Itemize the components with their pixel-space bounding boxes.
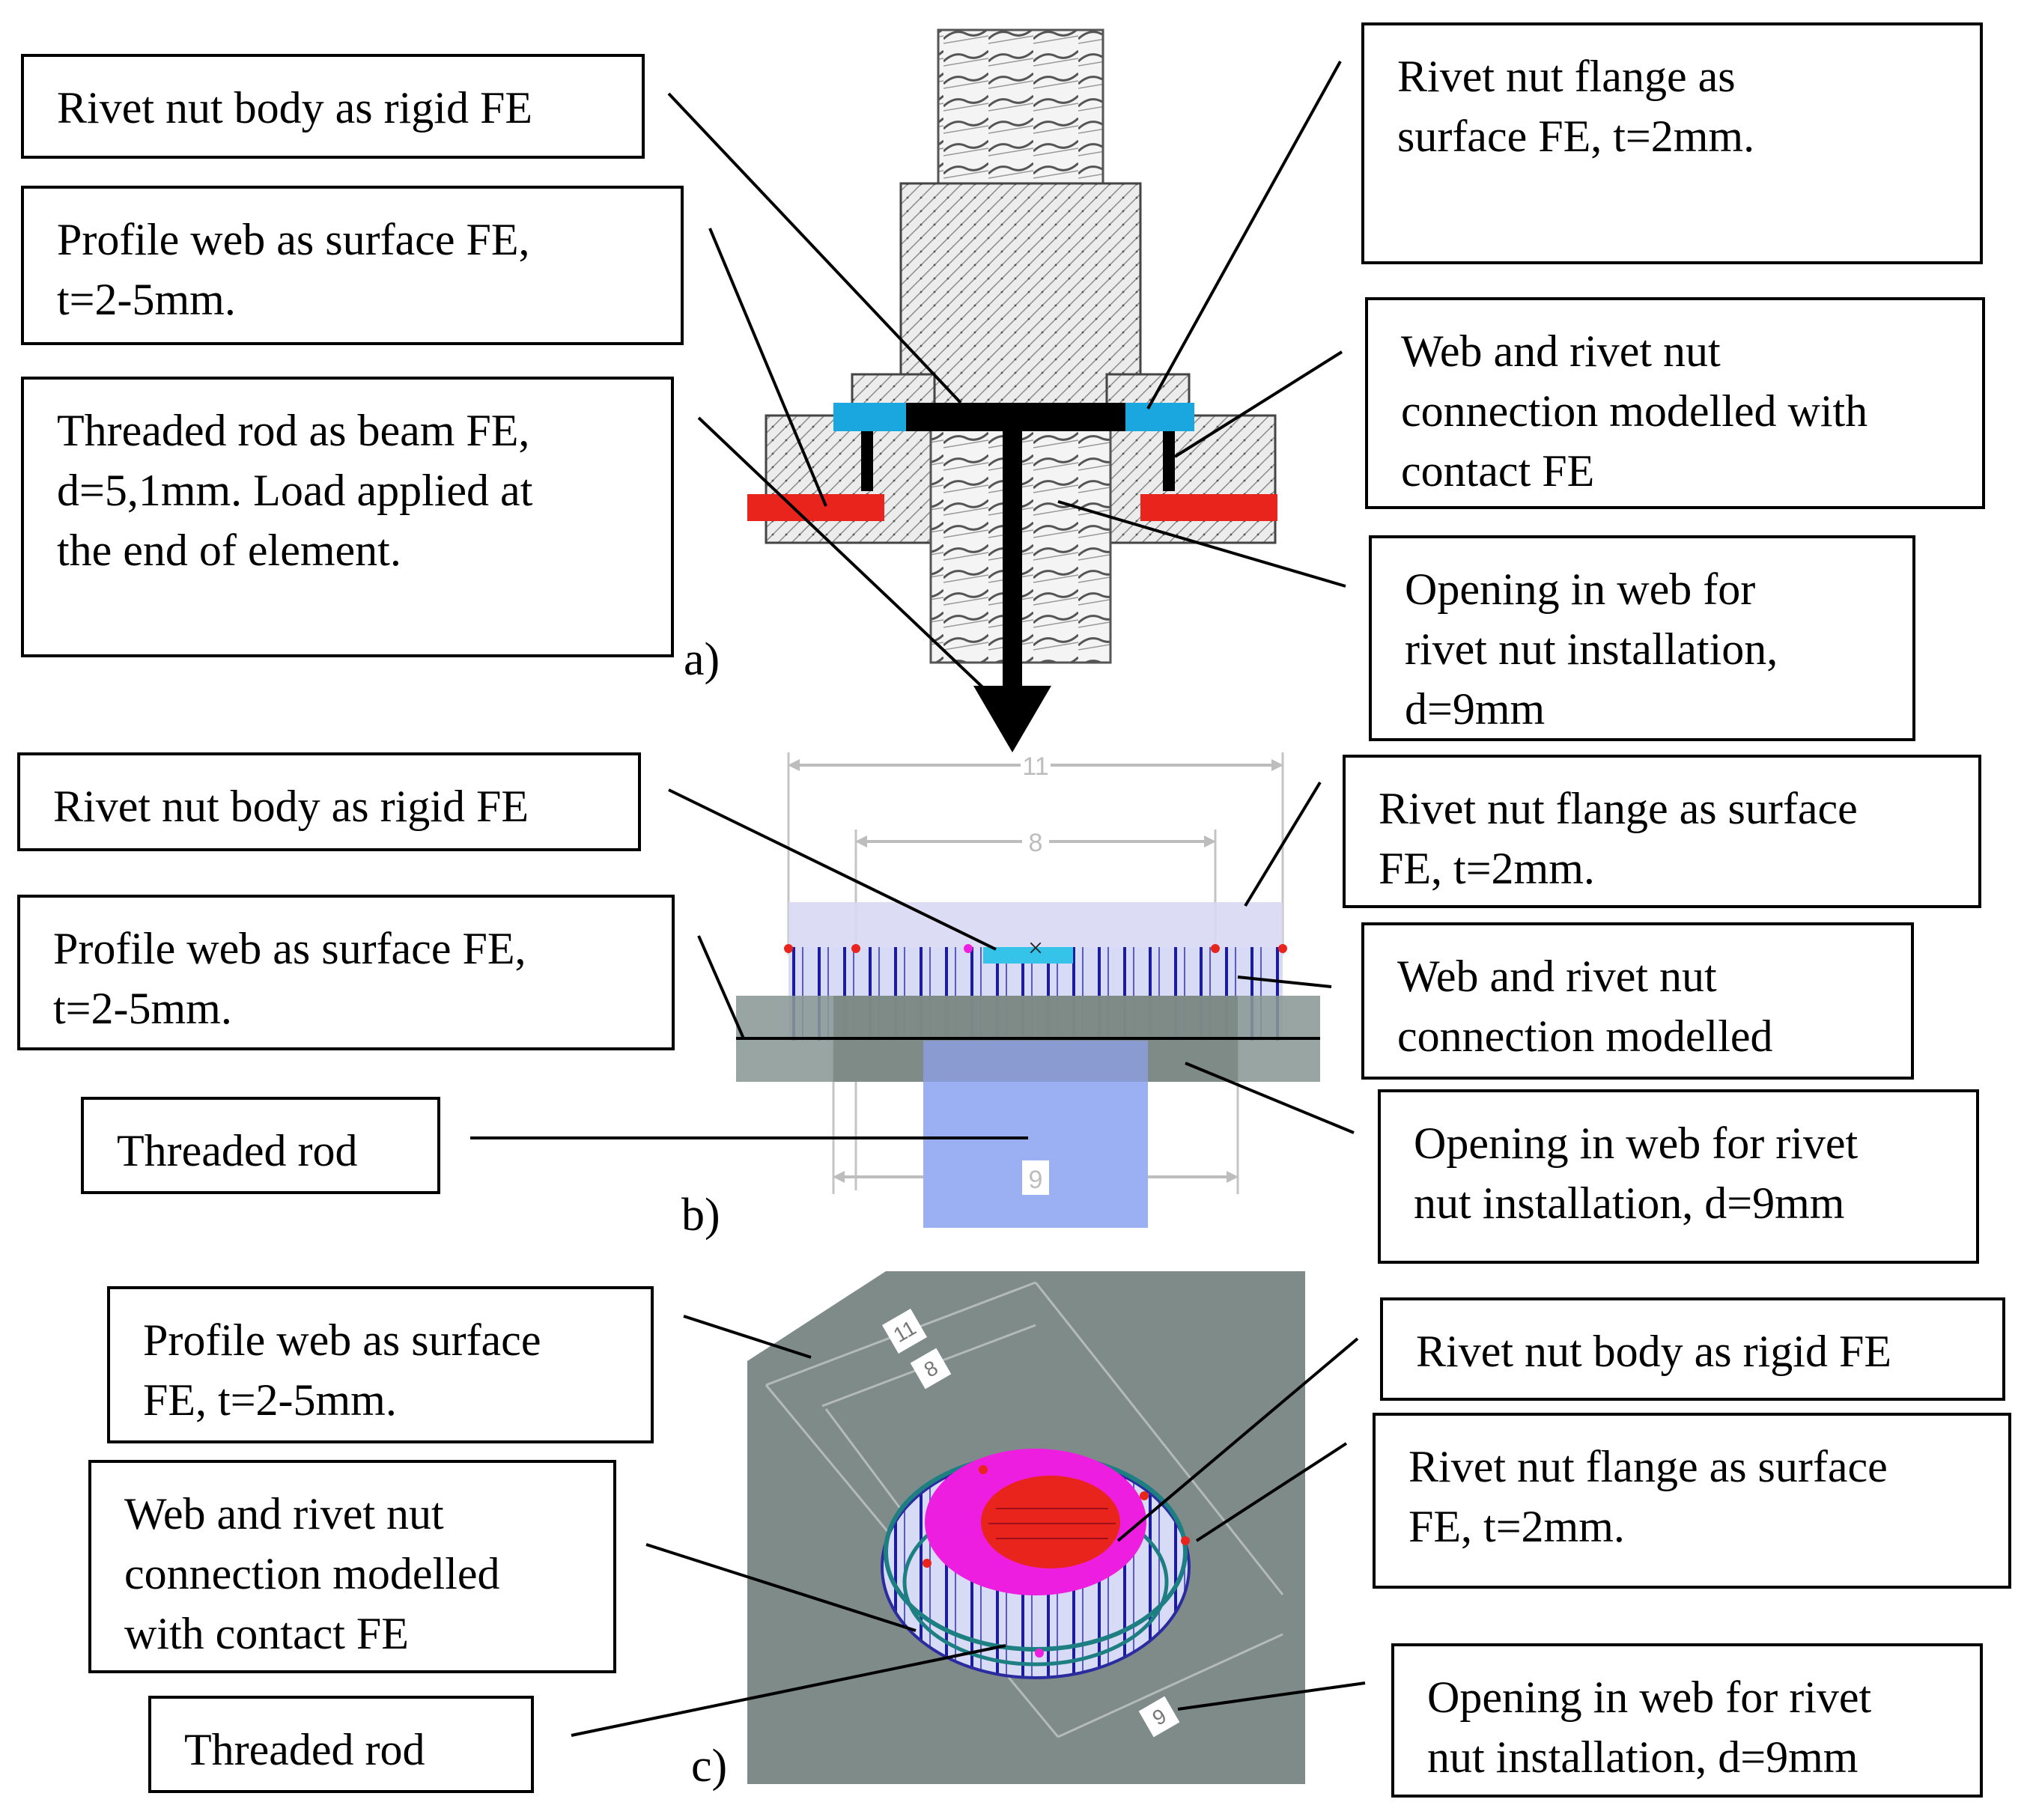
callout-b-opening: Opening in web for rivet nut installatio…: [1378, 1089, 1979, 1264]
callout-a-web: Profile web as surface FE, t=2-5mm.: [21, 186, 684, 345]
load-arrow-head: [973, 686, 1051, 752]
rigid-body-bar: [906, 403, 1125, 431]
callout-a-contact: Web and rivet nut connection modelled wi…: [1365, 297, 1985, 509]
callout-c-web: Profile web as surface FE, t=2-5mm.: [107, 1286, 654, 1443]
rigid-body-b: [983, 947, 1073, 964]
dim-tag-inner-b: 8: [1029, 829, 1043, 857]
callout-a-opening: Opening in web for rivet nut installatio…: [1369, 535, 1915, 741]
web-surface-fe-right: [1140, 494, 1277, 521]
panel-b-drawing: ×: [736, 752, 1320, 1228]
contact-fe-right: [1163, 431, 1175, 491]
panel-b-leaders: [470, 781, 1355, 1139]
callout-c-rod: Threaded rod: [148, 1696, 534, 1793]
panel-c-label: c): [691, 1741, 728, 1792]
callout-c-opening: Opening in web for rivet nut installatio…: [1391, 1643, 1983, 1798]
panel-a-leaders: [667, 61, 1346, 698]
panel-b-dim-tags: 11 8 9: [1021, 749, 1051, 1195]
rivet-nut-shoulder-left: [765, 414, 932, 544]
callout-c-contact: Web and rivet nut connection modelled wi…: [88, 1460, 616, 1673]
rigid-body-stem: [1003, 431, 1022, 686]
callout-b-web: Profile web as surface FE, t=2-5mm.: [17, 895, 675, 1050]
nut-hex-body: [899, 182, 1142, 424]
panel-c-leaders: [571, 1315, 1366, 1737]
contact-fe-left: [861, 431, 873, 491]
panel-a-drawing: [747, 28, 1277, 752]
dim-tag-outer-b: 11: [1022, 752, 1048, 781]
callout-b-body: Rivet nut body as rigid FE: [17, 752, 641, 851]
callout-b-contact: Web and rivet nut connection modelled: [1361, 922, 1914, 1080]
callout-b-flange: Rivet nut flange as surface FE, t=2mm.: [1343, 755, 1981, 908]
callout-c-body: Rivet nut body as rigid FE: [1380, 1297, 2005, 1401]
callout-b-rod: Threaded rod: [81, 1097, 440, 1194]
panel-c-drawing: 11 8 9: [747, 1271, 1305, 1784]
callout-a-body: Rivet nut body as rigid FE: [21, 54, 645, 159]
web-surface-fe-left: [747, 494, 884, 521]
callout-c-flange: Rivet nut flange as surface FE, t=2mm.: [1373, 1413, 2011, 1589]
callout-a-rod: Threaded rod as beam FE, d=5,1mm. Load a…: [21, 377, 674, 657]
dim-tag-hole-b: 9: [1029, 1166, 1043, 1194]
rigid-body-c: [981, 1476, 1120, 1568]
flange-surface-fe-left: [833, 403, 906, 431]
panel-b-label: b): [681, 1190, 720, 1241]
svg-text:×: ×: [1028, 933, 1043, 963]
panel-a-label: a): [684, 634, 720, 685]
callout-a-flange: Rivet nut flange as surface FE, t=2mm.: [1361, 22, 1983, 264]
flange-surface-fe-right: [1125, 403, 1194, 431]
flange-surface-b: [788, 902, 1283, 947]
